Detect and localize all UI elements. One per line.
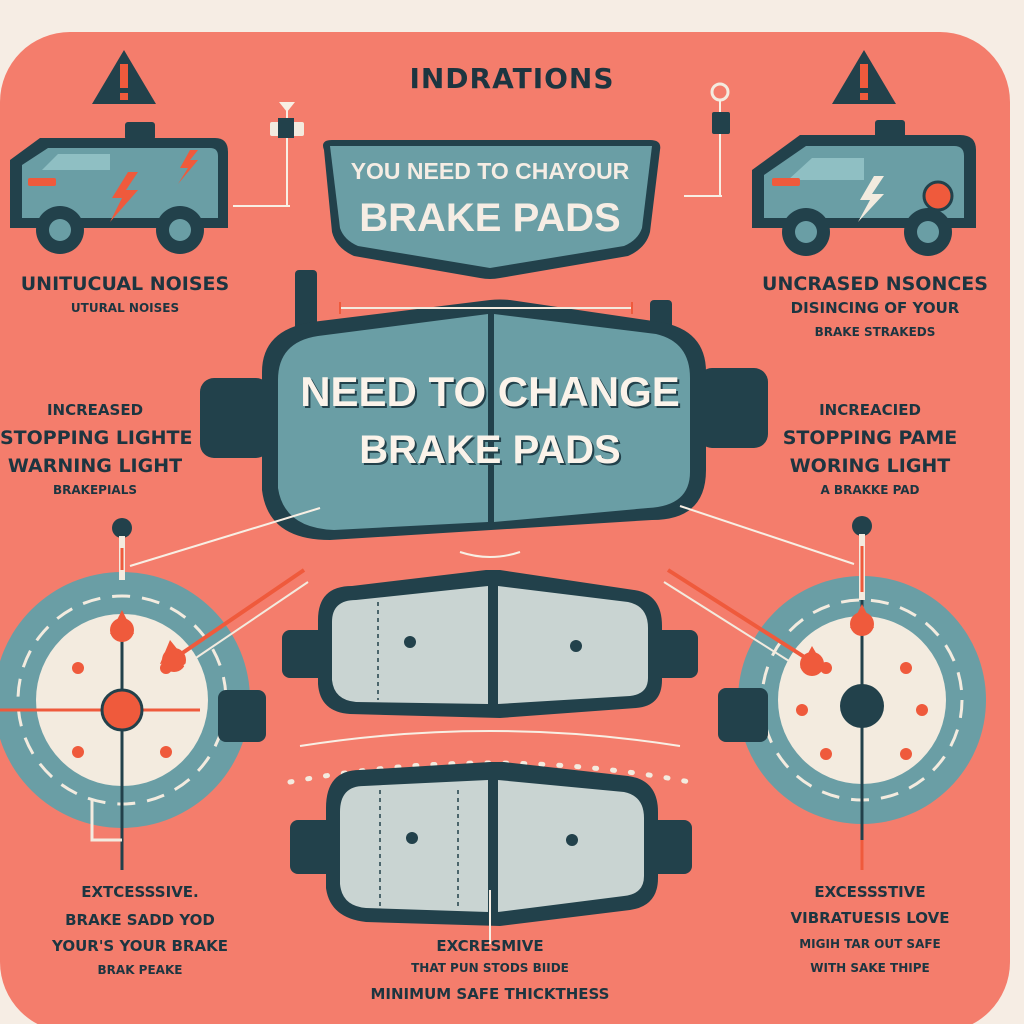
sensor-pin-icon [684, 82, 730, 197]
bottom-center-line-3: MINIMUM SAFE THICKTHESS [370, 985, 610, 1003]
right-top-line-1: UNCRASED NSONCES [762, 273, 988, 295]
right-mid-line-3: WORING LIGHT [789, 455, 951, 477]
right-bottom-line-3: MIGIH TAR OUT SAFE [799, 937, 941, 951]
page-title: INDRATIONS [409, 62, 615, 95]
left-top-line-2: UTURAL NOISES [70, 301, 180, 315]
right-bottom-line-4: WITH SAKE THIPE [810, 961, 930, 975]
bottom-center-line-1: EXCRESMIVE [436, 937, 544, 955]
right-bottom-line-1: EXCESSSTIVE [814, 883, 926, 901]
brake-rotor-icon [663, 540, 986, 870]
sensor-pin-icon [679, 505, 872, 870]
center-pad-line-1: NEED TO CHANGE [300, 368, 680, 415]
right-top-line-3: BRAKE STRAKEDS [814, 325, 936, 339]
left-bottom-line-2: BRAKE SADD YOD [65, 911, 215, 929]
brake-pad-icon [282, 570, 698, 718]
warning-icon [92, 50, 156, 104]
right-mid-line-4: A BRAKKE PAD [820, 483, 920, 497]
left-mid-line-4: BRAKEPIALS [52, 483, 137, 497]
right-mid-line-2: STOPPING PAME [782, 427, 958, 449]
left-mid-line-1: INCREASED [46, 401, 144, 419]
sensor-pin-icon [112, 507, 321, 580]
brake-pad-icon [290, 762, 692, 926]
brake-rotor-icon [0, 568, 309, 870]
right-mid-line-1: INCREACIED [819, 401, 921, 419]
left-bottom-line-3: YOUR'S YOUR BRAKE [52, 937, 228, 955]
left-mid-line-3: WARNING LIGHT [7, 455, 183, 477]
banner-badge [323, 140, 661, 279]
center-pad-line-2: BRAKE PADS [359, 428, 621, 472]
right-top-line-2: DISINCING OF YOUR [790, 299, 960, 317]
van-icon [10, 122, 228, 254]
left-mid-line-2: STOPPING LIGHTE [0, 427, 193, 449]
left-bottom-line-1: EXTCESSSIVE. [81, 883, 199, 901]
van-icon [752, 120, 976, 256]
right-bottom-line-2: VIBRATUESIS LOVE [790, 909, 950, 927]
sensor-pin-icon [233, 102, 304, 207]
warning-icon [832, 50, 896, 104]
banner-line-2: BRAKE PADS [359, 196, 621, 240]
left-top-line-1: UNITUCUAL NOISES [20, 273, 230, 295]
brake-pad-icon [200, 270, 768, 540]
banner-line-1: YOU NEED TO CHAYOUR [350, 158, 630, 184]
bottom-center-line-2: THAT PUN STODS BIIDE [411, 961, 569, 975]
left-bottom-line-4: BRAK PEAKE [97, 963, 183, 977]
